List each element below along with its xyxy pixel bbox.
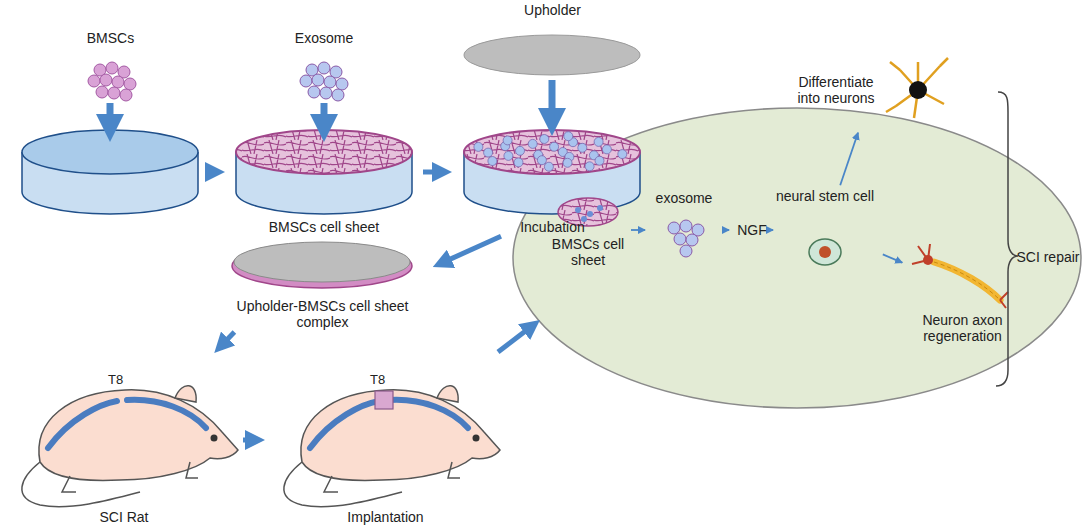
- culture-dish: [236, 130, 412, 214]
- culture-dish: [22, 130, 198, 214]
- flow-arrow: [883, 254, 902, 262]
- down-arrow: [107, 103, 114, 128]
- flow-arrow: [423, 170, 442, 175]
- flow-arrow: [221, 332, 234, 346]
- node-text: Upholder-BMSCs cell sheet complex: [223, 298, 423, 330]
- flow-arrow: [723, 229, 729, 231]
- step-rat: Implantation: [268, 355, 503, 525]
- node-text: BMSCs: [18, 30, 203, 46]
- bmsc-cells: [88, 62, 136, 101]
- node-text: Exosome: [228, 30, 420, 46]
- node-text: exosome: [648, 190, 720, 206]
- node-text: Upholder: [455, 2, 650, 18]
- outcome-item: Neuron axon regeneration: [905, 232, 1020, 344]
- step-complex: Upholder-BMSCs cell sheet complex: [215, 235, 430, 330]
- rat: [22, 386, 238, 507]
- step-rat: SCI Rat: [8, 355, 240, 525]
- flow-arrow: [243, 438, 255, 443]
- node-text: neural stem cell: [770, 188, 880, 204]
- summary-ellipse: [513, 108, 1081, 408]
- node-text: NGF: [732, 222, 772, 238]
- flow-arrow: [631, 229, 645, 231]
- vertebra-label: T8: [108, 372, 123, 387]
- exosome-cluster: [300, 62, 348, 101]
- step-dish: UpholderIncubation: [455, 2, 650, 235]
- mechanism-item: neural stem cell: [770, 188, 880, 272]
- stem-cell: [809, 239, 841, 265]
- flow-arrow: [498, 326, 532, 352]
- vertebra-label: T8: [370, 372, 385, 387]
- node-text: Differentiate into neurons: [790, 74, 882, 106]
- down-arrow: [321, 103, 328, 128]
- node-text: SCI repair: [1014, 249, 1082, 265]
- result-label: SCI repair: [1014, 240, 1082, 274]
- node-text: Implantation: [268, 509, 503, 525]
- upholder-sheet-complex: [232, 242, 412, 288]
- step-dish: BMSCs: [18, 30, 203, 220]
- flow-arrow: [442, 236, 501, 263]
- down-arrow: [549, 80, 556, 122]
- upholder: [464, 35, 640, 75]
- flow-arrow: [840, 133, 858, 185]
- node-text: Neuron axon regeneration: [907, 312, 1019, 344]
- mechanism-item: NGF: [732, 218, 772, 242]
- exosome-cluster: [668, 220, 704, 257]
- axon-neuron-icon: [912, 244, 1008, 308]
- outcome-item: Differentiate into neurons: [790, 50, 955, 130]
- culture-dish: [464, 130, 640, 214]
- node-text: Incubation: [455, 219, 650, 235]
- step-dish: ExosomeBMSCs cell sheet: [228, 30, 420, 235]
- node-text: BMSCs cell sheet: [548, 236, 628, 268]
- neuron-icon: [886, 58, 948, 118]
- flow-arrow: [769, 229, 773, 231]
- node-text: BMSCs cell sheet: [228, 219, 420, 235]
- flow-arrow: [206, 170, 215, 175]
- node-text: SCI Rat: [8, 509, 240, 525]
- exosome-dots: [474, 132, 627, 172]
- rat: [284, 386, 500, 507]
- mechanism-item: BMSCs cell sheet: [548, 192, 628, 268]
- mechanism-item: exosome: [648, 190, 720, 270]
